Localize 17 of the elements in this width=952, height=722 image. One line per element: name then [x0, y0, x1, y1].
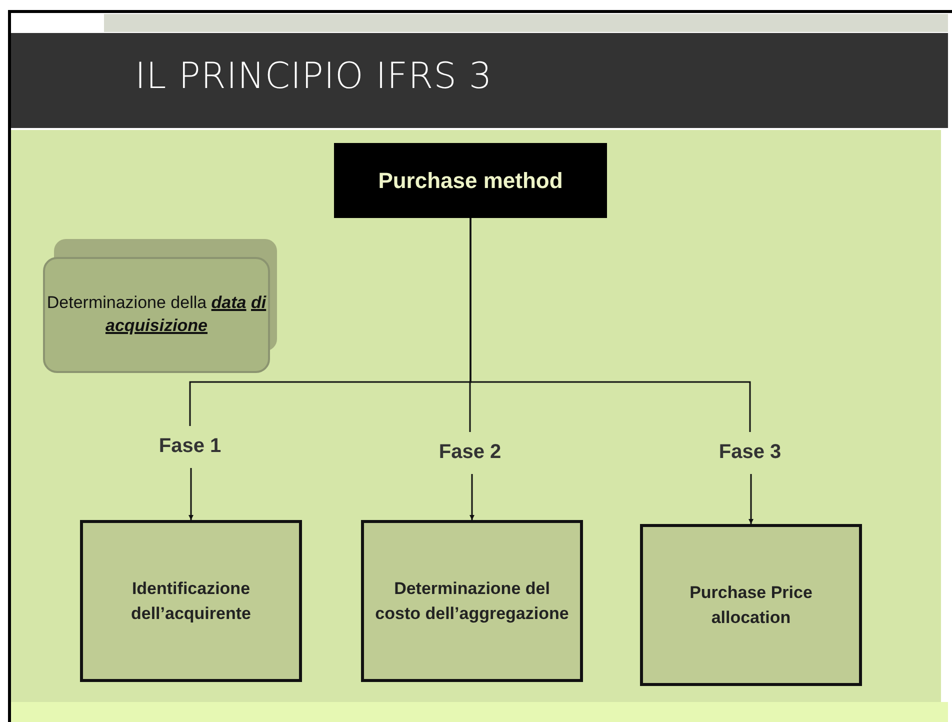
box-text: Determinazione della data di acquisizione	[46, 292, 268, 337]
arrow	[748, 474, 754, 524]
box-text: Purchase method	[378, 168, 563, 194]
process-box	[80, 520, 302, 682]
process-box	[640, 524, 862, 686]
phase-label: Fase 1	[158, 434, 222, 458]
header-box	[334, 143, 607, 218]
box-text: Purchase Price allocation	[688, 582, 814, 629]
slide-title: IL PRINCIPIO IFRS 3	[135, 56, 492, 97]
phase-label: Fase 3	[718, 440, 782, 464]
arrow	[470, 474, 474, 520]
arrow	[188, 468, 194, 520]
box-text: Determinazione del costo dell’aggregazione	[374, 578, 570, 625]
phase-label: Fase 2	[438, 440, 502, 464]
connector-line	[470, 218, 751, 432]
process-box	[361, 520, 583, 682]
box-text: Identificazione dell’acquirente	[130, 578, 252, 625]
